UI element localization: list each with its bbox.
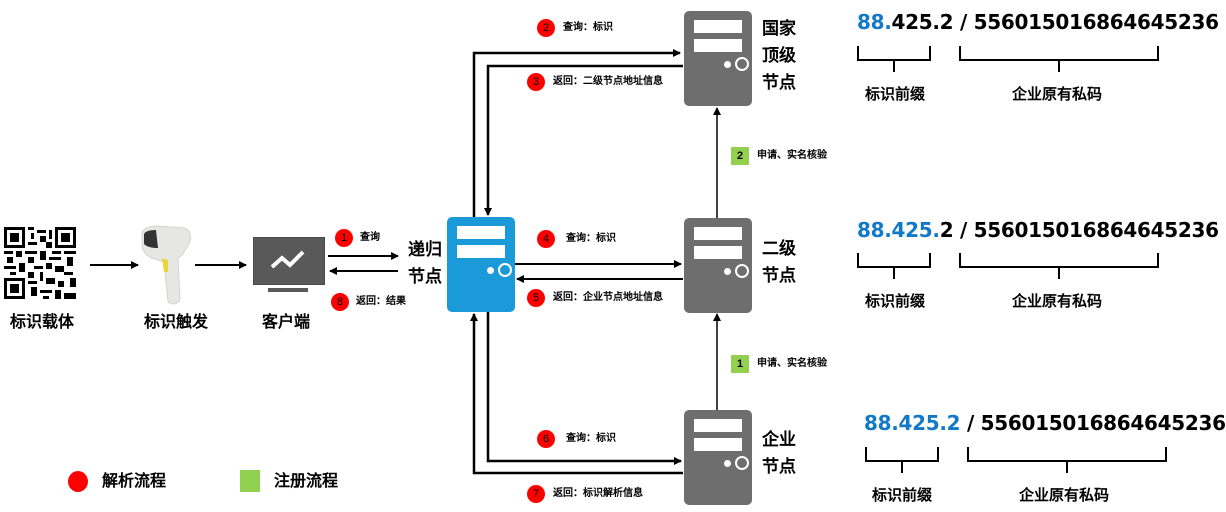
legend-registration-swatch [240, 470, 260, 492]
secondary-node-label: 二级 节点 [762, 236, 796, 290]
identifier-separator: / [960, 411, 981, 435]
enterprise-node-server-icon [684, 410, 752, 505]
recursive-node-server-icon [447, 217, 515, 312]
identifier-prefix-rest: 425.2 [891, 10, 954, 34]
suffix-caption: 企业原有私码 [1012, 292, 1103, 310]
step-badge: 7 [527, 485, 545, 503]
step-text: 返回：标识解析信息 [553, 488, 643, 499]
step-text: 返回：结果 [356, 296, 406, 307]
step-badge: 8 [331, 293, 349, 311]
step-badge: 2 [731, 147, 749, 165]
identifier-code: 88.425.2 / 556015016864645236 [864, 411, 1226, 435]
step-badge: 1 [731, 355, 749, 373]
step-text: 返回：企业节点地址信息 [553, 292, 663, 303]
identifier-separator: / [953, 218, 974, 242]
step-text: 申请、实名核验 [757, 358, 827, 369]
step-text: 查询：标识 [566, 433, 616, 444]
monitor-chart-icon [253, 237, 325, 297]
suffix-caption: 企业原有私码 [1012, 85, 1103, 103]
national-node-label-line1: 国家 [762, 19, 796, 39]
suffix-brace [959, 46, 1159, 72]
identifier-suffix: 556015016864645236 [980, 411, 1226, 435]
step-text: 查询：标识 [566, 233, 616, 244]
connector-lines [90, 49, 721, 475]
trigger-label: 标识触发 [144, 312, 209, 331]
secondary-node-server-icon [684, 218, 752, 313]
suffix-brace [967, 447, 1167, 473]
identifier-suffix: 556015016864645236 [973, 218, 1219, 242]
step-text: 申请、实名核验 [757, 150, 827, 161]
step-badge: 6 [537, 430, 555, 448]
legend-resolution-swatch [68, 471, 88, 492]
step-badge: 5 [527, 289, 545, 307]
national-node-label: 国家 顶级 节点 [762, 16, 796, 97]
prefix-caption: 标识前缀 [865, 292, 926, 310]
arrow-recursive-to-enterprise [486, 312, 682, 465]
client-label: 客户端 [262, 312, 311, 331]
recursive-node-label-line1: 递归 [408, 240, 442, 260]
arrow-enterprise-to-recursive [470, 313, 683, 475]
identifier-prefix-highlighted: 88.425.2 [864, 411, 961, 435]
recursive-node-label-line2: 节点 [408, 267, 442, 287]
step-badge: 2 [537, 19, 555, 37]
secondary-node-label-line2: 节点 [762, 266, 796, 286]
enterprise-node-label-line2: 节点 [762, 457, 796, 477]
barcode-scanner-icon [138, 222, 198, 306]
identifier-prefix-highlighted: 88.425. [857, 218, 940, 242]
prefix-caption: 标识前缀 [865, 85, 926, 103]
identifier-prefix-highlighted: 88. [857, 10, 892, 34]
national-node-server-icon [684, 11, 752, 106]
step-badge: 4 [537, 230, 555, 248]
prefix-brace [857, 253, 931, 279]
suffix-caption: 企业原有私码 [1019, 486, 1110, 504]
enterprise-node-label: 企业 节点 [762, 427, 796, 481]
secondary-node-label-line1: 二级 [762, 239, 796, 259]
identifier-code: 88.425.2 / 556015016864645236 [857, 10, 1219, 34]
prefix-brace [865, 447, 939, 473]
arrow-national-to-recursive [484, 64, 683, 216]
carrier-label: 标识载体 [10, 312, 75, 331]
prefix-brace [857, 46, 931, 72]
suffix-brace [959, 253, 1159, 279]
legend-resolution-label: 解析流程 [102, 471, 167, 490]
prefix-caption: 标识前缀 [872, 486, 933, 504]
step-text: 查询：标识 [563, 22, 613, 33]
step-text: 返回：二级节点地址信息 [553, 76, 663, 87]
national-node-label-line3: 节点 [762, 73, 796, 93]
enterprise-node-label-line1: 企业 [762, 430, 796, 450]
national-node-label-line2: 顶级 [762, 46, 796, 66]
step-text: 查询 [360, 232, 380, 243]
identifier-prefix-rest: 2 [939, 218, 954, 242]
step-badge: 3 [527, 73, 545, 91]
qr-code-icon [4, 227, 76, 299]
legend-registration-label: 注册流程 [274, 471, 339, 490]
arrow-recursive-to-national [472, 49, 681, 217]
identifier-separator: / [953, 10, 974, 34]
step-badge: 1 [335, 229, 353, 247]
identifier-suffix: 556015016864645236 [973, 10, 1219, 34]
identifier-code: 88.425.2 / 556015016864645236 [857, 218, 1219, 242]
recursive-node-label: 递归 节点 [408, 237, 442, 291]
